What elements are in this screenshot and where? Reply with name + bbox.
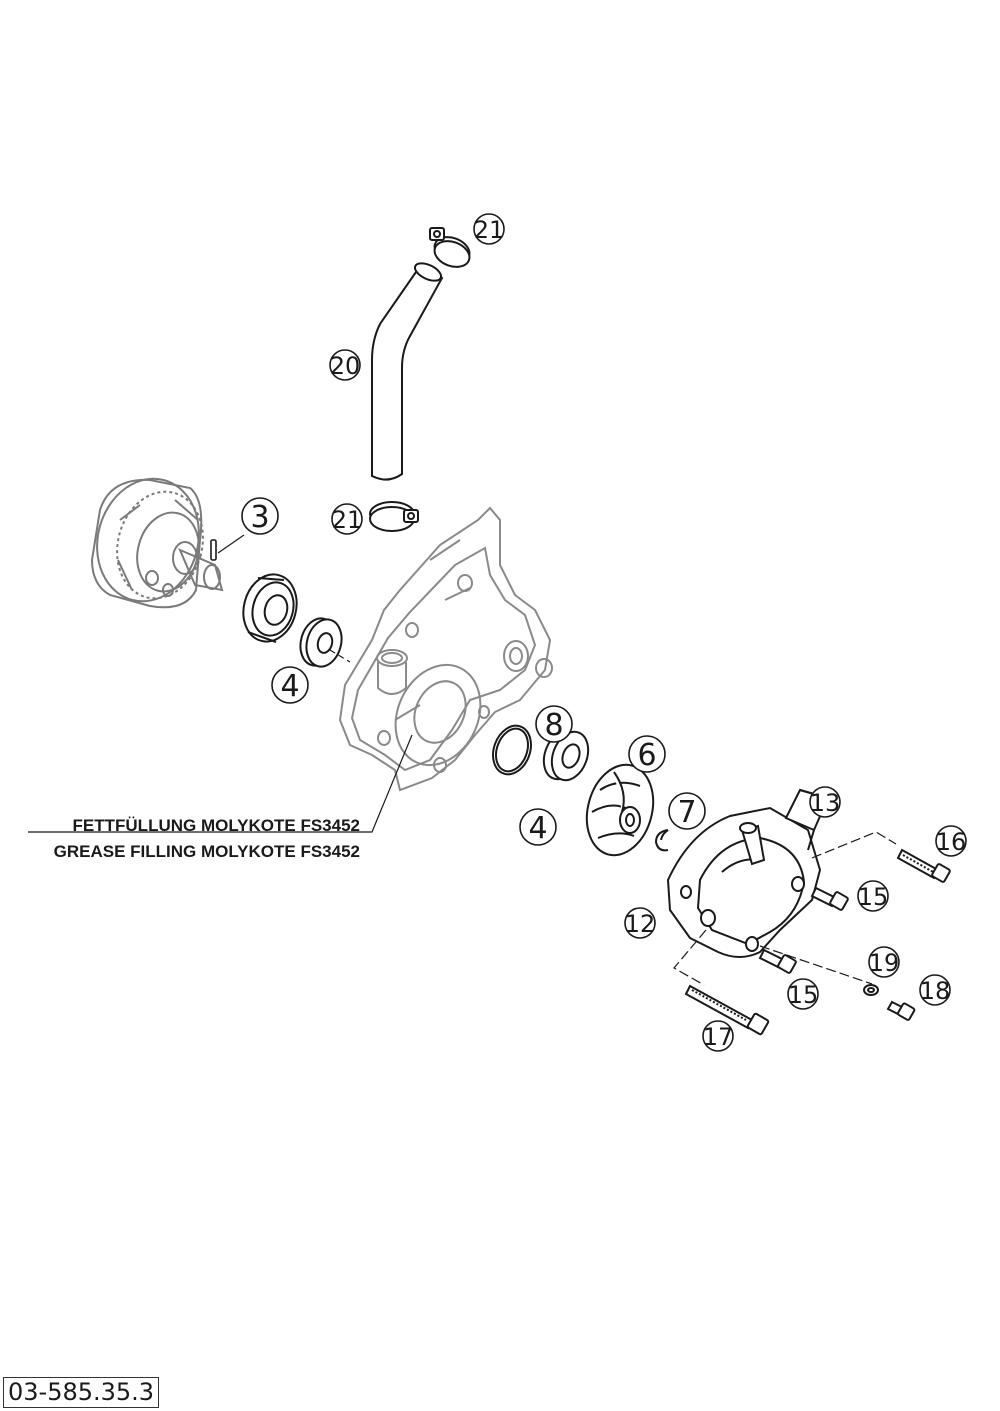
callout-6: 6 (628, 735, 666, 773)
callout-18: 18 (919, 974, 951, 1006)
callout-12-label: 12 (625, 910, 656, 938)
callout-6-label: 6 (637, 738, 656, 773)
callout-21-upper: 21 (473, 213, 505, 245)
callout-4-lower: 4 (519, 808, 557, 846)
bolt-18-part (886, 1000, 916, 1021)
callout-7: 7 (668, 792, 706, 830)
hose-clamp-upper (429, 227, 471, 268)
circlip-part (654, 829, 669, 852)
callout-13: 13 (809, 786, 841, 818)
callout-8: 8 (535, 705, 573, 743)
assembly-lines (28, 534, 897, 986)
bearing-part (242, 573, 298, 643)
callout-7-label: 7 (677, 795, 696, 830)
callout-16: 16 (935, 825, 967, 857)
impeller-part (585, 763, 655, 857)
hose-clamp-lower (369, 501, 419, 532)
callout-17-label: 17 (703, 1023, 734, 1051)
callout-19-label: 19 (869, 949, 900, 977)
crankcase-outline (338, 506, 553, 792)
callout-15-lower-label: 15 (788, 981, 819, 1009)
bolt-16-part (896, 848, 951, 883)
callout-20-label: 20 (330, 352, 361, 380)
bolt-17-part (684, 984, 770, 1036)
callout-20: 20 (329, 349, 361, 381)
callout-21-upper-label: 21 (474, 216, 505, 244)
callout-12: 12 (624, 907, 656, 939)
callout-3-label: 3 (250, 500, 269, 535)
bolt-15-lower-part (758, 948, 797, 974)
bolt-15-upper-part (810, 886, 849, 911)
callout-3: 3 (241, 497, 279, 535)
pin-part (210, 539, 217, 561)
gear-shaft-assembly (90, 477, 224, 609)
callout-13-label: 13 (810, 789, 841, 817)
callout-4-upper-label: 4 (280, 669, 299, 704)
pump-bearing-part (542, 729, 590, 782)
callout-8-label: 8 (544, 708, 563, 743)
callout-21-lower-label: 21 (332, 506, 363, 534)
grease-note-de: FETTFÜLLUNG MOLYKOTE FS3452 (73, 816, 360, 835)
callout-16-label: 16 (936, 828, 967, 856)
callout-4-lower-label: 4 (528, 811, 547, 846)
callout-4-upper: 4 (271, 666, 309, 704)
grease-note-en: GREASE FILLING MOLYKOTE FS3452 (54, 842, 360, 861)
callout-19: 19 (868, 946, 900, 978)
o-ring-part (492, 724, 532, 776)
callout-17: 17 (702, 1020, 734, 1052)
callout-21-lower: 21 (331, 503, 363, 535)
document-number: 03-585.35.3 (3, 1377, 160, 1408)
callout-18-label: 18 (920, 977, 951, 1005)
callout-15-upper-label: 15 (858, 883, 889, 911)
washer-part (863, 984, 879, 996)
coolant-hose-part (371, 262, 444, 481)
callout-15-lower: 15 (787, 978, 819, 1010)
callout-15-upper: 15 (857, 880, 889, 912)
seal-ring-part (299, 617, 343, 668)
